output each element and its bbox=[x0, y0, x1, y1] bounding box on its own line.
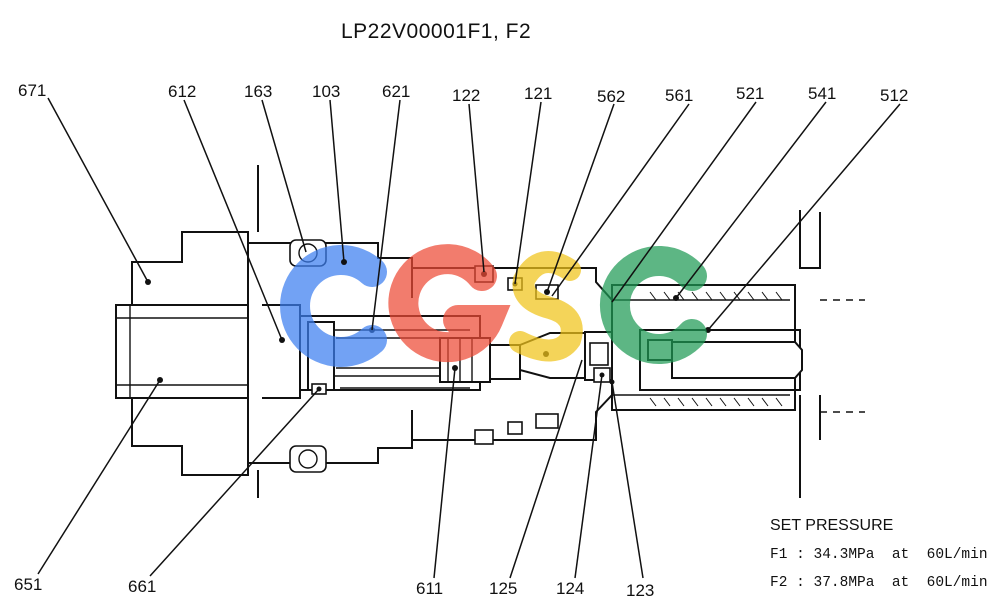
watermark-g bbox=[388, 244, 511, 363]
spec-f2: F2 : 37.8MPa at 60L/min bbox=[770, 575, 988, 591]
label-612: 612 bbox=[168, 82, 196, 101]
label-671: 671 bbox=[18, 81, 46, 100]
part-labels: 671 612 163 103 621 122 121 562 561 521 … bbox=[14, 81, 908, 600]
label-122: 122 bbox=[452, 86, 480, 105]
label-103: 103 bbox=[312, 82, 340, 101]
label-521: 521 bbox=[736, 84, 764, 103]
label-123: 123 bbox=[626, 581, 654, 600]
label-125: 125 bbox=[489, 579, 517, 598]
leader-lines bbox=[37, 97, 901, 579]
label-661: 661 bbox=[128, 577, 156, 596]
label-621: 621 bbox=[382, 82, 410, 101]
label-512: 512 bbox=[880, 86, 908, 105]
diagram-title: LP22V00001F1, F2 bbox=[341, 20, 531, 43]
o-ring-163 bbox=[289, 239, 327, 473]
spec-f1: F1 : 34.3MPa at 60L/min bbox=[770, 547, 988, 563]
label-562: 562 bbox=[597, 87, 625, 106]
set-pressure-spec: SET PRESSURE F1 : 34.3MPa at 60L/min F2 … bbox=[770, 517, 988, 591]
stem-512 bbox=[671, 341, 803, 379]
leader-dots bbox=[145, 259, 347, 383]
housing-outline bbox=[257, 165, 865, 498]
spec-heading: SET PRESSURE bbox=[770, 517, 893, 534]
plug-651 bbox=[115, 231, 263, 476]
label-121: 121 bbox=[524, 84, 552, 103]
label-541: 541 bbox=[808, 84, 836, 103]
label-651: 651 bbox=[14, 575, 42, 594]
label-611: 611 bbox=[416, 579, 443, 598]
label-561: 561 bbox=[665, 86, 693, 105]
label-124: 124 bbox=[556, 579, 584, 598]
watermark-s bbox=[509, 251, 583, 362]
label-163: 163 bbox=[244, 82, 272, 101]
watermark-c-right bbox=[599, 246, 707, 364]
